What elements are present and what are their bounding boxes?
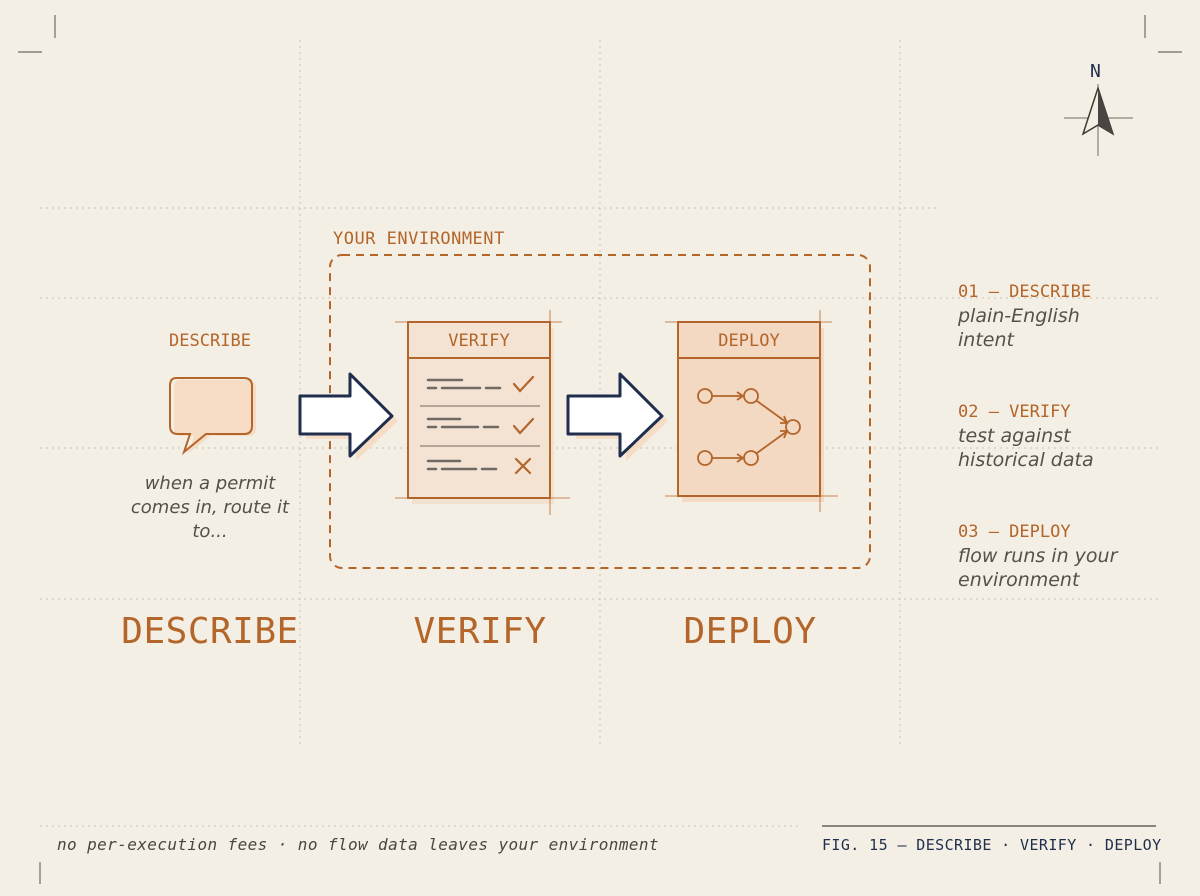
- step-heading: 01 — DESCRIBE: [958, 282, 1092, 302]
- step-describe: 01 — DESCRIBE plain-English intent: [958, 280, 1158, 352]
- environment-label: YOUR ENVIRONMENT: [333, 229, 505, 249]
- step-heading: 02 — VERIFY: [958, 402, 1071, 422]
- verify-big-label: VERIFY: [413, 611, 547, 652]
- figure-caption: FIG. 15 — DESCRIBE · VERIFY · DEPLOY: [822, 836, 1162, 854]
- footer-note: no per-execution fees · no flow data lea…: [57, 835, 659, 854]
- compass-letter: N: [1090, 61, 1101, 82]
- step-deploy: 03 — DEPLOY flow runs in your environmen…: [958, 520, 1158, 592]
- speech-bubble-icon: [169, 377, 256, 455]
- crop-marks: [18, 15, 1182, 884]
- north-arrow-icon: [1064, 84, 1133, 156]
- describe-caption: when a permit comes in, route it to...: [130, 473, 290, 542]
- verify-panel: [395, 310, 570, 515]
- deploy-header: DEPLOY: [718, 331, 780, 351]
- step-description: flow runs in your environment: [958, 545, 1118, 591]
- step-description: plain-English intent: [958, 305, 1080, 351]
- flow-graph-icon: [697, 388, 801, 466]
- deploy-panel: [665, 310, 838, 512]
- step-description: test against historical data: [958, 425, 1094, 471]
- verify-header: VERIFY: [448, 331, 510, 351]
- step-verify: 02 — VERIFY test against historical data: [958, 400, 1158, 472]
- describe-big-label: DESCRIBE: [121, 611, 299, 652]
- arrow-verify-to-deploy: [566, 372, 668, 461]
- check-icon: [512, 417, 535, 435]
- arrow-describe-to-verify: [298, 372, 398, 461]
- environment-boundary: [329, 254, 871, 569]
- step-heading: 03 — DEPLOY: [958, 522, 1071, 542]
- cross-icon: [514, 457, 532, 475]
- deploy-big-label: DEPLOY: [683, 611, 817, 652]
- check-icon: [512, 375, 535, 393]
- grid-lines: [40, 40, 1160, 827]
- describe-header: DESCRIBE: [169, 331, 251, 351]
